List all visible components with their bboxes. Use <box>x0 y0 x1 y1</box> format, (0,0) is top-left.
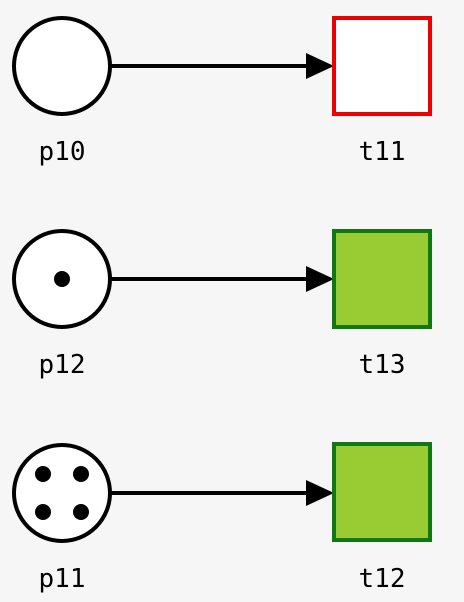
arc-p12-t13-arrowhead <box>306 266 334 292</box>
token-p11-1 <box>35 466 51 482</box>
place-p12-tokens <box>54 271 70 287</box>
transition-t13[interactable] <box>332 229 432 329</box>
place-p10[interactable] <box>12 16 112 116</box>
transition-label-t11: t11 <box>359 137 406 167</box>
token-p12-1 <box>54 271 70 287</box>
place-label-p12: p12 <box>39 350 86 380</box>
transition-t11[interactable] <box>332 16 432 116</box>
arc-p11-t12-arrowhead <box>306 480 334 506</box>
arc-p10-t11-arrowhead <box>306 53 334 79</box>
place-label-p11: p11 <box>39 564 86 594</box>
place-label-p10: p10 <box>39 137 86 167</box>
petri-row-p12: p12 t13 <box>12 229 432 380</box>
token-p11-2 <box>73 466 89 482</box>
token-p11-4 <box>73 504 89 520</box>
petri-row-p11: p11 t12 <box>12 442 432 594</box>
petri-row-p10: p10 t11 <box>12 16 432 167</box>
transition-label-t12: t12 <box>359 564 406 594</box>
transition-t12[interactable] <box>332 442 432 542</box>
transition-label-t13: t13 <box>359 350 406 380</box>
token-p11-3 <box>35 504 51 520</box>
place-p11-tokens <box>35 466 89 520</box>
place-p11[interactable] <box>12 443 112 543</box>
